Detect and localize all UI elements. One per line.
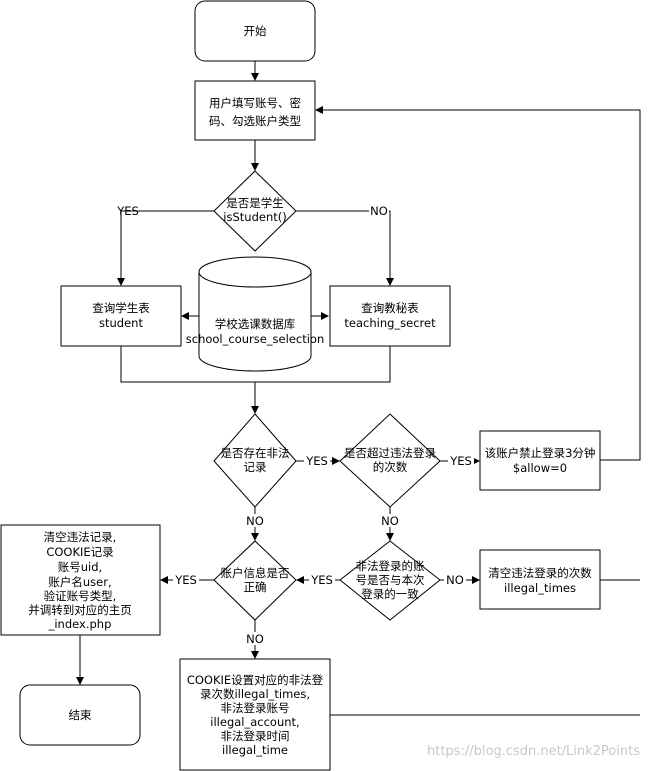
- label-no: NO: [246, 514, 264, 528]
- arrowhead: [321, 312, 329, 320]
- label-no: NO: [246, 632, 264, 646]
- cookie-set-line-6: illegal_time: [222, 743, 288, 757]
- query-student-line-1: 查询学生表: [92, 301, 150, 315]
- arrowhead: [251, 163, 259, 171]
- cookie-set-line-3: 非法登录账号: [221, 701, 290, 715]
- label-no: NO: [446, 573, 464, 587]
- success-node: 清空违法记录, COOKIE记录 账号uid, 账户名user, 验证账号类型,…: [0, 524, 161, 636]
- edge-loopback: [322, 109, 641, 716]
- label-yes: YES: [310, 573, 333, 587]
- query-student-line-2: student: [99, 316, 143, 330]
- clear-times-line-1: 清空违法登录的次数: [488, 566, 592, 580]
- nodes: 开始 用户填写账号、密 码、勾选账户类型 是否是学生 isStudent() 学…: [0, 0, 601, 771]
- has-illegal-line-2: 记录: [244, 460, 267, 474]
- success-line-1: 清空违法记录,: [44, 530, 117, 544]
- is-student-line-2: isStudent(): [223, 210, 286, 224]
- edge-labels: YES NO YES YES NO NO YES NO YES NO: [116, 204, 474, 646]
- label-yes: YES: [116, 204, 139, 218]
- account-ok-line-2: 正确: [244, 580, 267, 594]
- label-bg: [173, 573, 199, 586]
- end-node: 结束: [19, 684, 141, 746]
- success-line-4: 账户名user,: [48, 575, 111, 589]
- edge-merge: [120, 346, 391, 407]
- has-illegal-decision: 是否存在非法 记录: [213, 413, 297, 508]
- arrowhead: [315, 106, 323, 114]
- edge-student-yes: [120, 210, 214, 279]
- database-label-line-1: 学校选课数据库: [215, 317, 296, 331]
- arrowhead: [251, 406, 259, 414]
- cookie-set-line-5: 非法登录时间: [221, 729, 290, 743]
- query-secret-line-1: 查询教秘表: [361, 301, 419, 315]
- exceed-times-line-2: 的次数: [373, 460, 408, 474]
- edges: [76, 61, 641, 716]
- arrowhead: [181, 312, 189, 320]
- arrowhead: [251, 73, 259, 81]
- same-account-decision: 非法登录的账 号是否与本次 登录的一致: [339, 540, 441, 621]
- arrowhead: [472, 576, 480, 584]
- success-line-7: _index.php: [48, 617, 112, 631]
- arrowhead: [76, 677, 84, 685]
- exceed-times-decision: 是否超过违法登录 的次数: [339, 413, 441, 508]
- cookie-set-node: COOKIE设置对应的非法登 录次数illegal_times, 非法登录账号 …: [179, 658, 331, 771]
- input-label-line-2: 码、勾选账户类型: [209, 114, 301, 128]
- ban-line-2: $allow=0: [513, 461, 567, 475]
- success-line-3: 账号uid,: [58, 560, 102, 574]
- clear-times-line-2: illegal_times: [504, 581, 576, 595]
- label-no: NO: [370, 204, 388, 218]
- query-secret-line-2: teaching_secret: [344, 316, 436, 330]
- is-student-decision: 是否是学生 isStudent(): [213, 170, 297, 252]
- has-illegal-line-1: 是否存在非法: [221, 446, 290, 460]
- label-yes: YES: [449, 454, 472, 468]
- clear-times-node: 清空违法登录的次数 illegal_times: [479, 549, 601, 610]
- label-bg: [448, 454, 474, 467]
- input-node: 用户填写账号、密 码、勾选账户类型: [194, 80, 316, 141]
- start-node: 开始: [194, 0, 316, 62]
- input-label-line-1: 用户填写账号、密: [209, 96, 301, 110]
- end-label: 结束: [69, 708, 92, 722]
- same-account-line-3: 登录的一致: [361, 587, 419, 601]
- exceed-times-line-1: 是否超过违法登录: [344, 446, 436, 460]
- query-secret-node: 查询教秘表 teaching_secret: [329, 285, 451, 347]
- label-bg: [379, 514, 401, 527]
- cookie-set-line-1: COOKIE设置对应的非法登: [187, 673, 324, 687]
- watermark: https://blog.csdn.net/Link2Points: [427, 744, 640, 759]
- arrowhead: [386, 533, 394, 541]
- success-line-5: 验证账号类型,: [44, 589, 117, 603]
- label-bg: [244, 632, 266, 645]
- success-line-2: COOKIE记录: [46, 545, 113, 559]
- start-label: 开始: [244, 24, 267, 38]
- edge-student-no: [296, 210, 391, 279]
- label-bg: [444, 573, 466, 586]
- arrowhead: [332, 457, 340, 465]
- arrowhead: [160, 576, 168, 584]
- same-account-line-1: 非法登录的账: [356, 559, 425, 573]
- ban-node: 该账户禁止登录3分钟 $allow=0: [479, 430, 601, 491]
- label-no: NO: [381, 514, 399, 528]
- arrowhead: [251, 533, 259, 541]
- arrowhead: [251, 651, 259, 659]
- label-yes: YES: [305, 454, 328, 468]
- arrowhead: [386, 278, 394, 286]
- arrowhead: [296, 576, 304, 584]
- is-student-line-1: 是否是学生: [226, 196, 284, 210]
- label-bg: [309, 573, 335, 586]
- label-bg: [369, 204, 389, 217]
- ban-line-1: 该账户禁止登录3分钟: [485, 446, 596, 460]
- arrowhead: [117, 278, 125, 286]
- database-label-line-2: school_course_selection: [186, 332, 325, 346]
- account-ok-decision: 账户信息是否 正确: [213, 540, 297, 621]
- cookie-set-line-4: illegal_account,: [210, 715, 299, 729]
- same-account-line-2: 号是否与本次: [356, 573, 425, 587]
- label-bg: [304, 454, 330, 467]
- cookie-set-line-2: 录次数illegal_times,: [200, 687, 310, 701]
- account-ok-line-1: 账户信息是否: [221, 566, 290, 580]
- label-bg: [244, 514, 266, 527]
- database-node: 学校选课数据库 school_course_selection: [186, 256, 325, 372]
- success-line-6: 并调转到对应的主页: [28, 603, 132, 617]
- label-yes: YES: [174, 573, 197, 587]
- query-student-node: 查询学生表 student: [60, 285, 182, 347]
